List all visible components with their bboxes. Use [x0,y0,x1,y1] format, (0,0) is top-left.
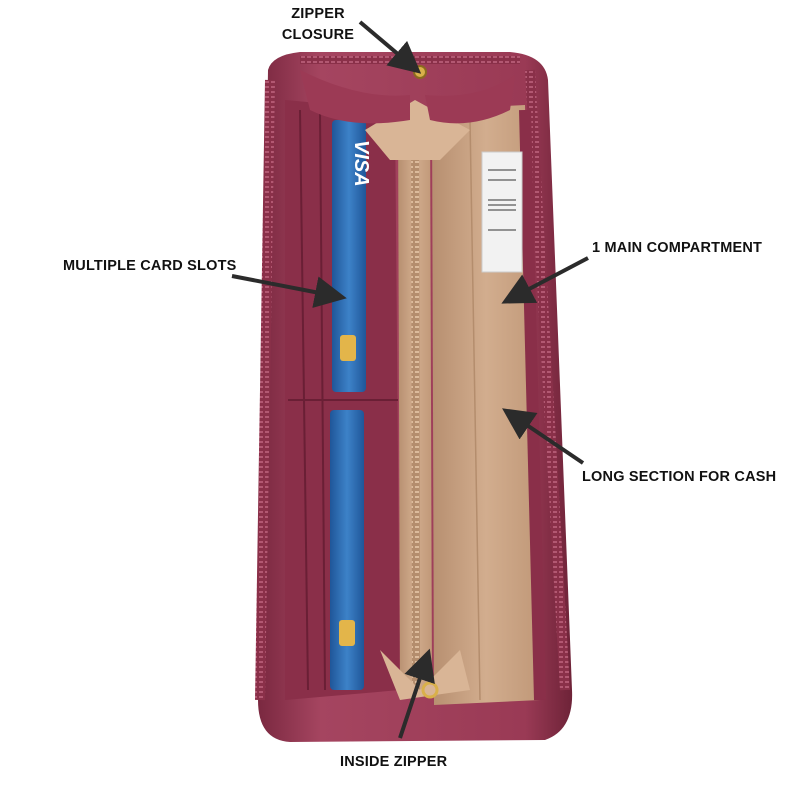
inside-zipper-track [411,104,420,691]
callout-zipper-closure: ZIPPER CLOSURE [268,4,368,46]
zipper-pull-top [413,65,427,79]
callout-cash-section: LONG SECTION FOR CASH [582,469,777,485]
callout-main-compartment: 1 MAIN COMPARTMENT [592,240,763,256]
card-bottom [330,410,364,690]
visa-logo: VISA [350,140,372,187]
card-top [332,120,366,392]
callout-zipper-closure-line2: CLOSURE [281,27,355,43]
product-tag [481,151,523,273]
arrow-card-slots [231,274,347,308]
arrow-zipper-closure [358,20,422,74]
card-chip-top [340,335,356,361]
card-chip-bottom [339,620,355,646]
callout-card-slots: MULTIPLE CARD SLOTS [63,258,237,274]
outer-zipper-right [525,69,570,691]
arrow-inside-zipper [398,648,435,739]
arrow-main-compartment [501,256,589,304]
callout-inside-zipper: INSIDE ZIPPER [340,754,448,770]
arrow-cash-section [502,408,585,465]
callout-zipper-closure-line1: ZIPPER [291,6,345,22]
outer-zipper-left [255,79,275,701]
